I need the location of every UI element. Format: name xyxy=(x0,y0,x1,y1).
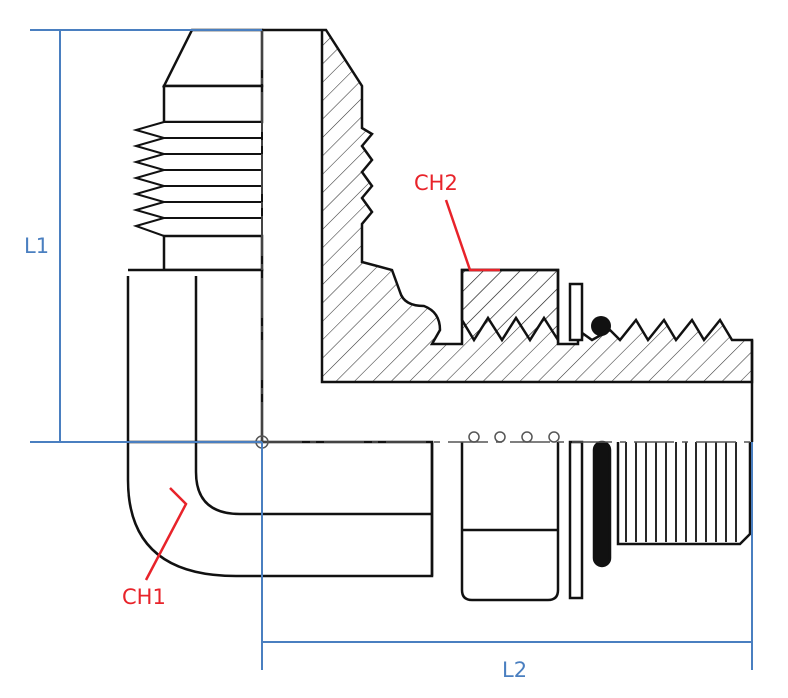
callout-ch1-leader xyxy=(144,487,188,581)
upper-thread-left xyxy=(132,121,263,237)
callout-label-ch1: CH1 xyxy=(122,585,166,609)
nut-section xyxy=(460,268,560,345)
lower-elbow-body xyxy=(126,268,752,602)
dimension-label-l2: L2 xyxy=(502,658,527,682)
washer-section xyxy=(568,282,584,342)
dimension-l1 xyxy=(30,29,262,443)
upper-flare-section xyxy=(132,28,754,442)
dimension-label-l1: L1 xyxy=(24,234,49,258)
flare-nose-left xyxy=(161,28,264,88)
elbow-inner xyxy=(194,276,432,516)
callout-label-ch2: CH2 xyxy=(414,171,458,195)
dimension-l2 xyxy=(261,442,753,670)
o-ring-section xyxy=(591,316,611,336)
o-ring-outside xyxy=(592,440,612,568)
nut-outside xyxy=(460,442,560,602)
lower-thread-lines xyxy=(625,442,737,542)
callout-ch2-leader xyxy=(444,199,500,272)
upper-relief-left xyxy=(162,234,264,272)
flare-neck-left xyxy=(162,84,264,124)
lower-thread-end xyxy=(616,442,752,546)
washer-outside xyxy=(568,440,584,600)
body-section-hatched xyxy=(262,28,754,384)
